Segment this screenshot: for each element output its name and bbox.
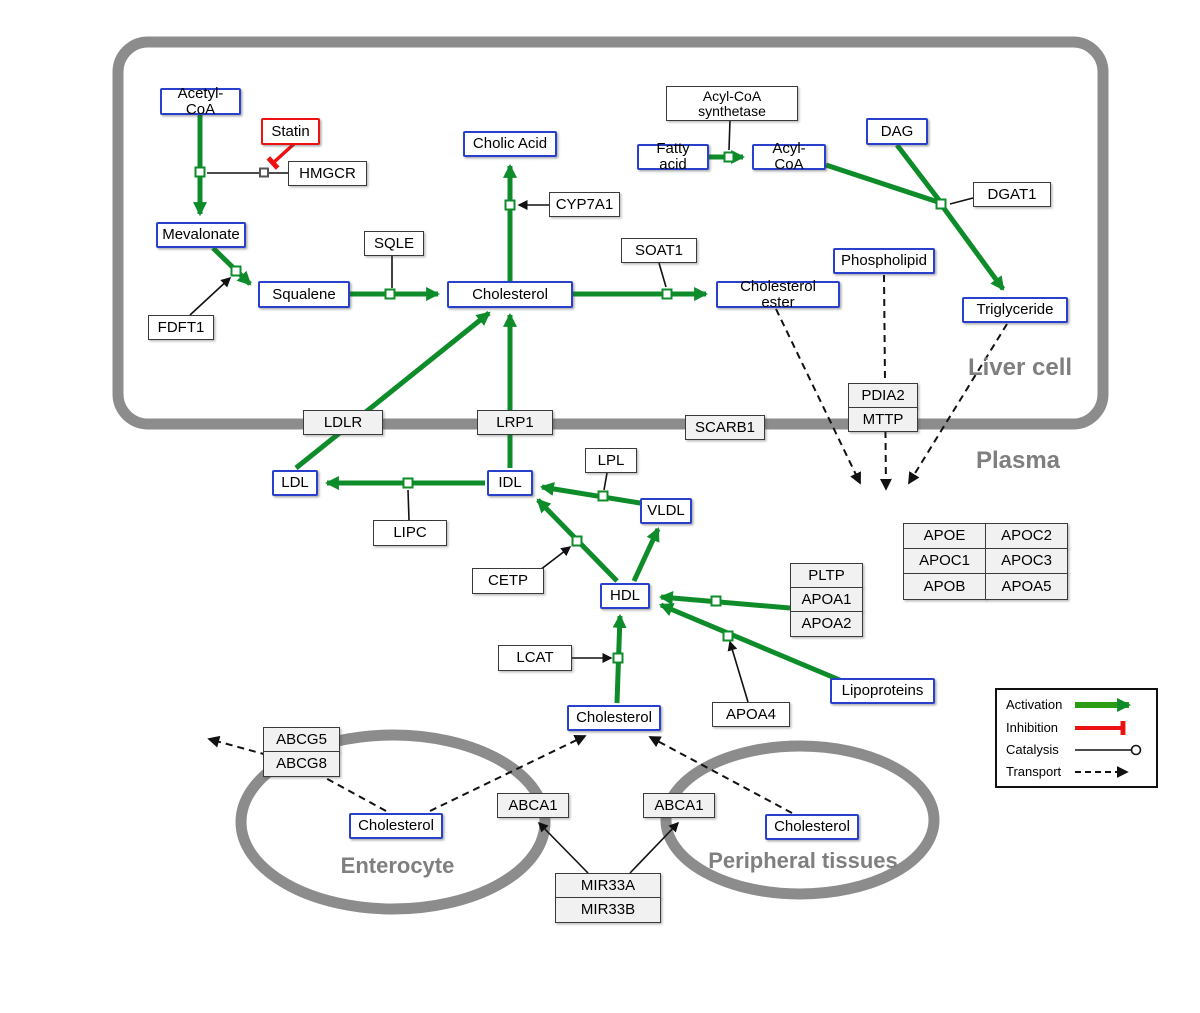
transport-cholesterol-ester-to-plasma: [775, 308, 861, 485]
transport-phospholipid-to-plasma: [879, 274, 892, 491]
node-cholesterol-peripheral[interactable]: Cholesterol: [765, 814, 859, 840]
node-hmgcr[interactable]: HMGCR: [288, 161, 367, 186]
reaction-nodes: [194, 151, 947, 664]
plasma-label: Plasma: [975, 447, 1061, 474]
edge-ldl-cholesterol-uptake: [294, 311, 491, 470]
node-lrp1[interactable]: LRP1: [477, 410, 553, 435]
edge-hdl-vldl: [631, 527, 661, 583]
node-squalene[interactable]: Squalene: [258, 281, 350, 308]
node-dag[interactable]: DAG: [866, 118, 928, 145]
node-abcg5[interactable]: ABCG5: [263, 727, 340, 752]
node-cholesterol-ester[interactable]: Cholesterol ester: [716, 278, 840, 310]
node-cyp7a1[interactable]: CYP7A1: [549, 192, 620, 217]
catalysis-edges: [189, 119, 974, 874]
node-ldlr[interactable]: LDLR: [303, 410, 383, 435]
liver-cell-label: Liver cell: [967, 354, 1073, 381]
node-cholesterol-liver[interactable]: Cholesterol: [447, 281, 573, 308]
edge-dag-dgatnode: [895, 143, 941, 202]
node-ldl[interactable]: LDL: [272, 470, 318, 496]
node-lipc[interactable]: LIPC: [373, 520, 447, 546]
node-idl[interactable]: IDL: [487, 470, 533, 496]
catalysis-dgat1: [949, 197, 974, 205]
apo-cell-apoa5[interactable]: APOA5: [985, 573, 1068, 600]
edge-dgatnode-triglyceride: [940, 205, 1006, 291]
edge-apoa-hdl: [658, 591, 791, 611]
peripheral-tissues-membrane: [660, 740, 940, 900]
inhibition-edge: [266, 141, 297, 170]
node-fdft1[interactable]: FDFT1: [148, 315, 214, 340]
node-acyl-coa-synthetase[interactable]: Acyl-CoA synthetase: [666, 86, 798, 121]
activation-edges: [193, 114, 1006, 704]
catalysis-fdft1: [189, 276, 232, 316]
node-fatty-acid[interactable]: Fatty acid: [637, 141, 709, 172]
node-lipoproteins[interactable]: Lipoproteins: [830, 678, 935, 704]
node-statin[interactable]: Statin: [261, 118, 320, 145]
node-abca1-left[interactable]: ABCA1: [497, 793, 569, 818]
node-mevalonate[interactable]: Mevalonate: [156, 222, 246, 248]
node-triglyceride[interactable]: Triglyceride: [962, 297, 1068, 323]
catalysis-mir33-abca1-left: [537, 821, 589, 874]
node-phospholipid[interactable]: Phospholipid: [833, 248, 935, 274]
catalysis-mir33-abca1-right: [629, 821, 680, 874]
legend: Activation Inhibition Catalysis Transpor…: [995, 688, 1158, 788]
catalysis-acylcoa-synthetase: [728, 119, 731, 151]
apo-cell-apob[interactable]: APOB: [903, 573, 986, 600]
catalysis-lipc: [407, 489, 410, 521]
inhibition-statin-hmgcr: [266, 141, 297, 170]
legend-inhibition-label: Inhibition: [1006, 720, 1059, 735]
node-mir33a[interactable]: MIR33A: [555, 873, 661, 898]
node-cholic-acid[interactable]: Cholic Acid: [463, 131, 557, 157]
node-apoa2[interactable]: APOA2: [790, 611, 863, 637]
node-lpl[interactable]: LPL: [585, 448, 637, 473]
node-abcg8[interactable]: ABCG8: [263, 751, 340, 777]
node-pdia2[interactable]: PDIA2: [848, 383, 918, 408]
transport-enterocyte-cholesterol-to-plasma: [429, 735, 587, 812]
edge-vldl-idl-lpl: [539, 482, 647, 507]
legend-catalysis-label: Catalysis: [1006, 742, 1059, 757]
edge-acylcoa-dgatnode: [825, 162, 939, 205]
catalysis-cetp: [539, 546, 572, 571]
node-mir33b[interactable]: MIR33B: [555, 897, 661, 923]
node-abca1-right[interactable]: ABCA1: [643, 793, 715, 818]
node-vldl[interactable]: VLDL: [640, 498, 692, 524]
enterocyte-label: Enterocyte: [340, 853, 455, 878]
catalysis-lpl: [603, 472, 608, 491]
node-lcat[interactable]: LCAT: [498, 645, 572, 671]
node-cetp[interactable]: CETP: [472, 568, 544, 594]
edge-lipoproteins-hdl: [659, 602, 843, 684]
node-scarb1[interactable]: SCARB1: [685, 415, 765, 440]
catalysis-apoa4: [727, 640, 749, 703]
node-cholesterol-plasma[interactable]: Cholesterol: [567, 705, 661, 731]
apo-cell-apoc3[interactable]: APOC3: [985, 548, 1068, 574]
peripheral-tissues-label: Peripheral tissues: [708, 848, 898, 873]
node-pltp[interactable]: PLTP: [790, 563, 863, 588]
node-apoa1[interactable]: APOA1: [790, 587, 863, 612]
node-apoa4[interactable]: APOA4: [712, 702, 790, 727]
node-acetyl-coa[interactable]: Acetyl-CoA: [160, 85, 241, 117]
legend-transport-label: Transport: [1006, 764, 1062, 779]
node-acyl-coa[interactable]: Acyl-CoA: [752, 141, 826, 172]
legend-symbols: [1075, 698, 1142, 778]
catalysis-circle-icon: [1130, 744, 1142, 756]
node-cholesterol-enterocyte[interactable]: Cholesterol: [349, 813, 443, 839]
node-hdl[interactable]: HDL: [600, 583, 650, 609]
liver-cell-membrane: [112, 36, 1109, 430]
catalysis-soat1: [658, 262, 667, 288]
node-dgat1[interactable]: DGAT1: [973, 182, 1051, 207]
node-sqle[interactable]: SQLE: [364, 231, 424, 256]
node-mttp[interactable]: MTTP: [848, 407, 918, 432]
apo-cell-apoc1[interactable]: APOC1: [903, 548, 986, 574]
node-soat1[interactable]: SOAT1: [621, 238, 697, 263]
apo-cell-apoc2[interactable]: APOC2: [985, 523, 1068, 549]
apo-cell-apoe[interactable]: APOE: [903, 523, 986, 549]
transport-peripheral-cholesterol-to-plasma: [648, 736, 793, 814]
legend-activation-label: Activation: [1006, 697, 1063, 712]
